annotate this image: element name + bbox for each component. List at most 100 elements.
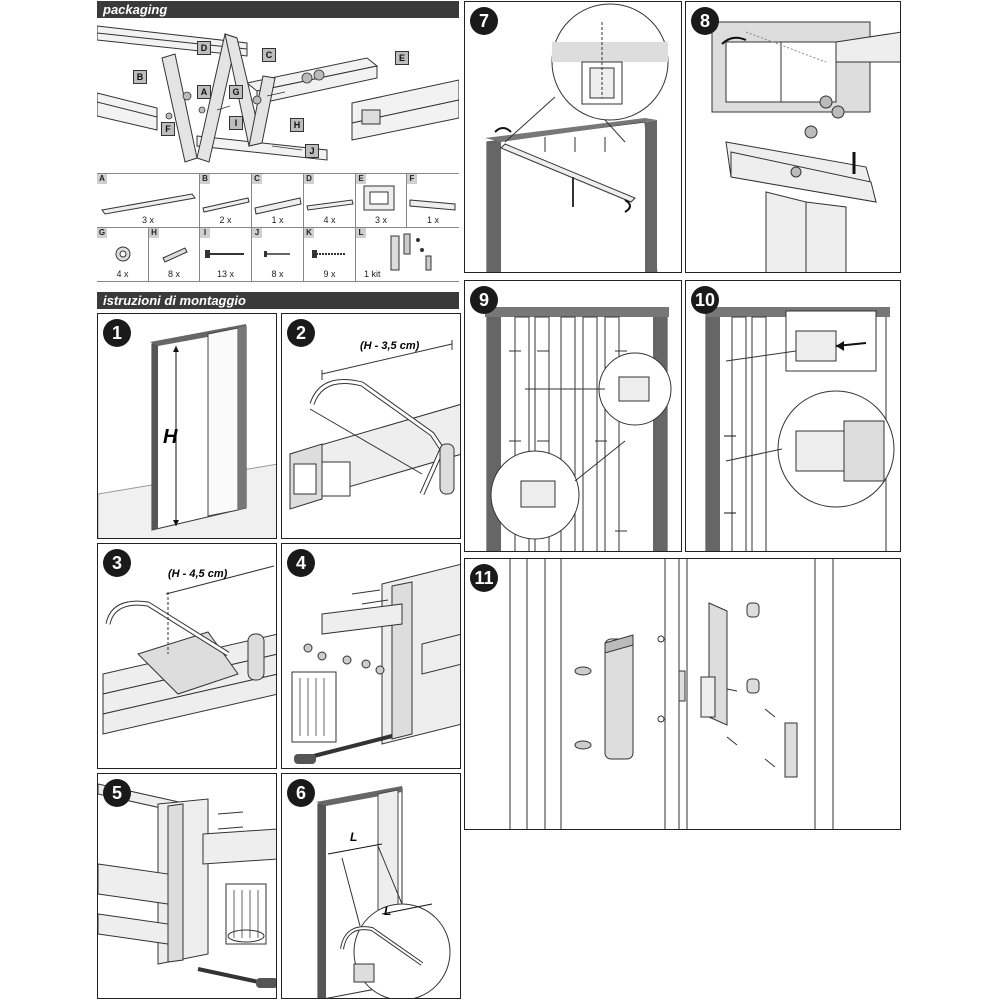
part-code: J bbox=[252, 228, 262, 238]
callout-label: I bbox=[229, 116, 243, 130]
step-5-drawing bbox=[98, 783, 276, 988]
step-number: 10 bbox=[691, 286, 719, 314]
step-7-drawing bbox=[485, 3, 669, 272]
step-1-panel: 1 H bbox=[97, 313, 277, 539]
part-code: E bbox=[356, 174, 366, 184]
part-code: D bbox=[304, 174, 314, 184]
part-icon bbox=[390, 233, 432, 271]
part-cell: A 3 x bbox=[97, 173, 200, 227]
part-qty: 8 x bbox=[271, 269, 284, 279]
part-code: A bbox=[97, 174, 107, 184]
part-icon bbox=[306, 199, 354, 211]
part-code: K bbox=[304, 228, 314, 238]
part-qty: 3 x bbox=[141, 215, 154, 225]
step-7-panel: 7 bbox=[464, 1, 682, 273]
part-icon bbox=[202, 197, 250, 213]
step-8-drawing bbox=[711, 21, 900, 272]
part-qty: 1 kit bbox=[364, 269, 381, 279]
part-cell: E 3 x bbox=[356, 173, 407, 227]
step-number: 2 bbox=[287, 319, 315, 347]
part-icon bbox=[264, 251, 290, 257]
part-cell: D 4 x bbox=[304, 173, 356, 227]
part-qty: 4 x bbox=[323, 215, 336, 225]
part-icon bbox=[409, 199, 456, 211]
step-6-drawing bbox=[316, 786, 451, 998]
part-cell: F 1 x bbox=[407, 173, 459, 227]
step-9-panel: 9 bbox=[464, 280, 682, 552]
callout-label: E bbox=[395, 51, 409, 65]
callout-label: A bbox=[197, 85, 211, 99]
step-1-drawing bbox=[98, 324, 276, 538]
callout-label: F bbox=[161, 122, 175, 136]
part-cell: C 1 x bbox=[252, 173, 304, 227]
part-icon bbox=[363, 185, 395, 211]
parts-table: A 3 x B 2 x C 1 x D 4 x E 3 x F 1 x bbox=[97, 173, 459, 282]
part-code: B bbox=[200, 174, 210, 184]
part-qty: 2 x bbox=[219, 215, 232, 225]
part-icon bbox=[312, 250, 346, 258]
step-2-drawing bbox=[289, 340, 460, 510]
step-11-drawing bbox=[509, 559, 834, 829]
step-2-panel: 2 (H - 3,5 cm) bbox=[281, 313, 461, 539]
part-cell: L 1 kit bbox=[356, 227, 459, 281]
step-3-drawing bbox=[102, 565, 276, 735]
step-number: 7 bbox=[470, 7, 498, 35]
part-qty: 8 x bbox=[167, 269, 180, 279]
instructions-title: istruzioni di montaggio bbox=[103, 293, 246, 308]
part-cell: I 13 x bbox=[200, 227, 252, 281]
exploded-view-drawing bbox=[97, 25, 459, 163]
step-number: 1 bbox=[103, 319, 131, 347]
width-label: L bbox=[350, 830, 358, 844]
part-icon bbox=[115, 246, 131, 262]
step-9-drawing bbox=[485, 307, 672, 551]
part-cell: H 8 x bbox=[149, 227, 200, 281]
part-qty: 13 x bbox=[216, 269, 234, 279]
callout-label: H bbox=[290, 118, 304, 132]
step-4-drawing bbox=[291, 563, 460, 764]
step-number: 8 bbox=[691, 7, 719, 35]
step-number: 11 bbox=[470, 564, 498, 592]
callout-label: B bbox=[133, 70, 147, 84]
part-cell: J 8 x bbox=[252, 227, 304, 281]
step-10-drawing bbox=[705, 307, 895, 551]
step-number: 4 bbox=[287, 549, 315, 577]
step-number: 9 bbox=[470, 286, 498, 314]
part-code: C bbox=[252, 174, 262, 184]
part-qty: 9 x bbox=[323, 269, 336, 279]
step-5-panel: 5 bbox=[97, 773, 277, 999]
callout-label: D bbox=[197, 41, 211, 55]
height-label: H bbox=[163, 426, 178, 448]
packaging-header: packaging bbox=[97, 1, 459, 18]
part-code: G bbox=[97, 228, 107, 238]
step-number: 6 bbox=[287, 779, 315, 807]
part-cell: B 2 x bbox=[200, 173, 252, 227]
callout-label: J bbox=[305, 144, 319, 158]
part-icon bbox=[101, 193, 196, 215]
part-icon bbox=[254, 197, 302, 215]
step-11-panel: 11 bbox=[464, 558, 901, 830]
part-code: L bbox=[356, 228, 366, 238]
part-cell: G 4 x bbox=[97, 227, 149, 281]
callout-label: G bbox=[229, 85, 243, 99]
packaging-title: packaging bbox=[103, 2, 168, 17]
step-4-panel: 4 bbox=[281, 543, 461, 769]
part-qty: 1 x bbox=[271, 215, 284, 225]
step-number: 5 bbox=[103, 779, 131, 807]
part-cell: K 9 x bbox=[304, 227, 356, 281]
step-8-panel: 8 bbox=[685, 1, 901, 273]
part-icon bbox=[162, 247, 188, 263]
cut-length-label: (H - 4,5 cm) bbox=[168, 568, 228, 580]
part-code: F bbox=[407, 174, 417, 184]
part-qty: 1 x bbox=[426, 215, 439, 225]
width-label-detail: L bbox=[384, 904, 392, 918]
exploded-view: D C E B A G I F H J bbox=[97, 18, 459, 173]
step-6-panel: 6 L L bbox=[281, 773, 461, 999]
callout-label: C bbox=[262, 48, 276, 62]
step-number: 3 bbox=[103, 549, 131, 577]
part-code: H bbox=[149, 228, 159, 238]
part-code: I bbox=[200, 228, 210, 238]
part-qty: 3 x bbox=[374, 215, 387, 225]
part-qty: 4 x bbox=[116, 269, 129, 279]
cut-length-label: (H - 3,5 cm) bbox=[360, 340, 420, 352]
